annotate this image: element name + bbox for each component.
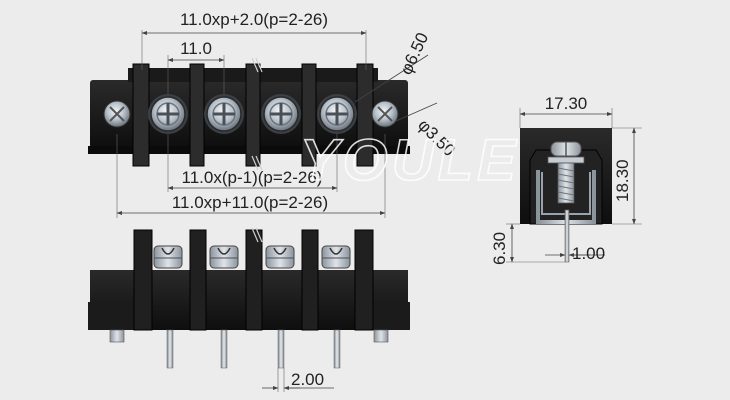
dim-pitch-span-label: 11.0x(p-1)(p=2-26)	[182, 168, 323, 187]
dim-screw-hole-label: φ6.50	[396, 30, 432, 78]
mount-screw-icon	[103, 100, 131, 128]
pin	[166, 329, 174, 369]
dim-top-overall: 11.0xp+2.0(p=2-26)	[141, 10, 367, 70]
pin	[277, 329, 285, 369]
dim-side-height: 18.30	[612, 127, 642, 225]
mount-screw-icon	[371, 100, 399, 128]
terminal-screw-icon	[148, 94, 188, 134]
mount-thread-icon	[109, 329, 389, 343]
dim-pin-thickness: 1.00	[545, 244, 605, 263]
dim-total-length-label: 11.0xp+11.0(p=2-26)	[172, 193, 328, 212]
front-screw-icon	[321, 245, 351, 269]
dim-pin-width: 2.00	[262, 368, 334, 392]
top-view: 11.0xp+2.0(p=2-26) 11.0 φ6.50 φ3.50 11.0…	[88, 10, 459, 218]
side-view: 17.30 18.30 6.30 1.00	[490, 94, 642, 265]
dim-pitch-label: 11.0	[180, 39, 212, 58]
dim-side-height-label: 18.30	[613, 159, 632, 202]
dim-pitch-span: 11.0x(p-1)(p=2-26)	[167, 134, 338, 192]
dim-pitch: 11.0	[167, 39, 225, 94]
dim-side-width-label: 17.30	[545, 94, 588, 113]
front-screw-icon	[153, 245, 183, 269]
dim-pin-width-label: 2.00	[291, 370, 324, 389]
terminal-screw-icon	[261, 94, 301, 134]
pin	[220, 329, 228, 369]
front-pins	[166, 329, 341, 369]
terminal-screw-icon	[204, 94, 244, 134]
front-screw-icon	[265, 245, 295, 269]
dim-pin-length-label: 6.30	[490, 232, 509, 265]
front-screw-icon	[209, 245, 239, 269]
dim-side-width: 17.30	[519, 94, 613, 128]
pin	[333, 329, 341, 369]
front-view: 2.00	[88, 227, 410, 392]
side-pin	[564, 209, 570, 263]
dim-top-overall-label: 11.0xp+2.0(p=2-26)	[180, 10, 328, 29]
dim-total-length: 11.0xp+11.0(p=2-26)	[116, 134, 386, 218]
dim-pin-thickness-label: 1.00	[572, 244, 605, 263]
watermark: YOULE	[300, 128, 520, 193]
dim-pin-length: 6.30	[490, 223, 565, 265]
terminal-screw-icon	[317, 94, 357, 134]
